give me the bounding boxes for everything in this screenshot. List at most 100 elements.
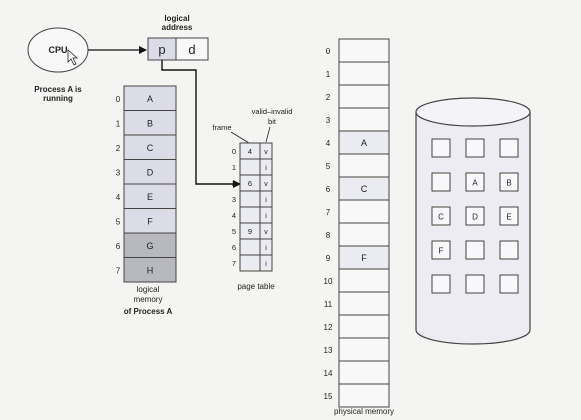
- physical-frame-index: 1: [326, 70, 331, 79]
- physical-frame-cell: [338, 153, 390, 178]
- logical-page-cell: [123, 85, 177, 111]
- page-table-index: 7: [232, 259, 236, 268]
- logical-page-content: A: [147, 94, 153, 104]
- page-table-bit-value: v: [264, 149, 268, 156]
- disk-page-cell: [431, 274, 451, 294]
- physical-frame-index: 0: [326, 47, 331, 56]
- physical-frame-content: F: [361, 253, 367, 263]
- cpu-label: CPU: [48, 45, 67, 55]
- process-label-line2: running: [43, 94, 73, 103]
- logical-memory-caption-line1: logical: [137, 285, 160, 294]
- logical-address-title-line2: address: [162, 23, 193, 32]
- disk-page-content: C: [438, 213, 444, 222]
- offset-field: [175, 37, 209, 61]
- page-table-caption: page table: [237, 282, 275, 291]
- cursor-icon: [67, 49, 79, 66]
- offset-label: d: [188, 42, 195, 57]
- page-table-frame-cell: [239, 206, 261, 224]
- logical-page-index: 2: [116, 144, 121, 153]
- disk-page-cell: [499, 274, 519, 294]
- page-table-frame-value: 9: [248, 227, 252, 236]
- logical-address: logical address p d: [147, 14, 209, 61]
- logical-page-content: E: [147, 192, 153, 202]
- page-table-frame-cell: [239, 238, 261, 256]
- logical-page-cell: [123, 159, 177, 185]
- physical-frame-cell: [338, 383, 390, 408]
- physical-frame-cell: [338, 107, 390, 132]
- physical-frame-index: 10: [324, 277, 333, 286]
- disk-page-cell: [431, 240, 451, 260]
- disk-page-cell: [465, 172, 485, 192]
- logical-page-cell: [123, 208, 177, 234]
- page-table-bit-value: i: [265, 213, 267, 220]
- page-table-bit-value: v: [264, 229, 268, 236]
- disk-page-cell: [431, 138, 451, 158]
- logical-page-cell: [123, 232, 177, 258]
- physical-frame-index: 9: [326, 254, 331, 263]
- disk-page-cell: [499, 138, 519, 158]
- logical-page-index: 7: [116, 267, 121, 276]
- cpu: CPU Process A is running: [27, 27, 89, 103]
- frame-label-pointer: [230, 131, 250, 144]
- physical-frame-index: 15: [324, 392, 333, 401]
- disk-page-content: B: [506, 179, 511, 188]
- page-table-bit-value: i: [265, 165, 267, 172]
- disk-page-content: E: [506, 213, 511, 222]
- page-table-bit-value: i: [265, 197, 267, 204]
- disk-page-content: D: [472, 213, 478, 222]
- logical-page-content: D: [147, 168, 154, 178]
- physical-frame-content: A: [361, 138, 367, 148]
- valid-invalid-label-line2: bit: [268, 117, 277, 126]
- disk-page-content: A: [472, 179, 478, 188]
- page-table-index: 1: [232, 163, 236, 172]
- page-table-index: 3: [232, 195, 236, 204]
- physical-frame-cell: [338, 199, 390, 224]
- frame-label: frame: [212, 123, 231, 132]
- physical-frame-index: 12: [324, 323, 333, 332]
- disk-page-cell: [431, 172, 451, 192]
- disk-top: [415, 97, 531, 127]
- process-label-line1: Process A is: [34, 85, 82, 94]
- disk-page-cell: [465, 206, 485, 226]
- physical-frame-cell: [338, 337, 390, 362]
- physical-frame-cell: [338, 268, 390, 293]
- physical-frame-index: 6: [326, 185, 331, 194]
- page-table-index: 6: [232, 243, 236, 252]
- logical-page-content: H: [147, 266, 154, 276]
- page-table-bit-cell: [259, 254, 273, 272]
- logical-page-index: 0: [116, 95, 121, 104]
- page-table-frame-cell: [239, 158, 261, 176]
- physical-frame-index: 4: [326, 139, 331, 148]
- logical-page-index: 3: [116, 169, 121, 178]
- disk-page-cell: [499, 172, 519, 192]
- logical-page-cell: [123, 183, 177, 209]
- page-table-bit-value: i: [265, 245, 267, 252]
- disk-page-cell: [431, 206, 451, 226]
- page-table-bit-value: i: [265, 261, 267, 268]
- logical-page-index: 4: [116, 193, 121, 202]
- logical-page-content: G: [146, 241, 153, 251]
- logical-memory-caption-line3: of Process A: [124, 307, 173, 316]
- valid-label-pointer: [265, 126, 271, 143]
- logical-page-cell: [123, 134, 177, 160]
- physical-frame-index: 3: [326, 116, 331, 125]
- physical-frame-cell: [338, 38, 390, 63]
- disk-page-cell: [499, 206, 519, 226]
- page-number-to-table-arrow: [161, 60, 241, 188]
- logical-page-cell: [123, 257, 177, 283]
- page-table-index: 4: [232, 211, 236, 220]
- physical-frame-index: 13: [324, 346, 333, 355]
- logical-page-index: 1: [116, 120, 121, 129]
- disk-page-cell: [465, 240, 485, 260]
- page-table-frame-value: 6: [248, 179, 252, 188]
- physical-frame-cell: [338, 61, 390, 86]
- disk-page-cell: [465, 274, 485, 294]
- page-table-frame-cell: [239, 254, 261, 272]
- physical-frame-index: 7: [326, 208, 331, 217]
- page-table-index: 0: [232, 147, 236, 156]
- page-table-index: 2: [232, 179, 236, 188]
